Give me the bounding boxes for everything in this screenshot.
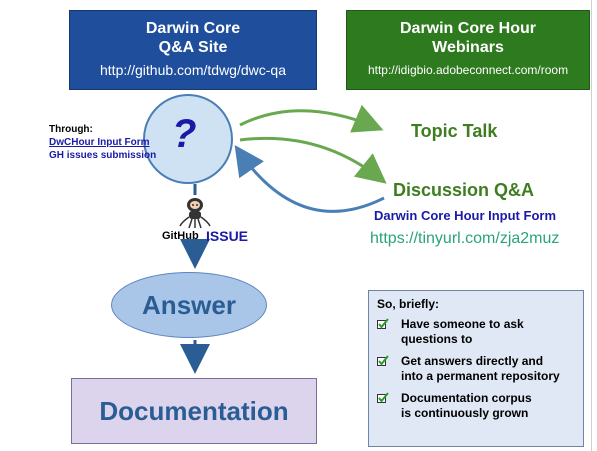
through-block: Through: DwCHour Input Form GH issues su… — [49, 123, 156, 162]
question-circle — [143, 94, 233, 184]
checkbox-check-icon — [377, 318, 389, 329]
input-form-label: Darwin Core Hour Input Form — [374, 208, 556, 223]
qa-site-box: Darwin Core Q&A Site http://github.com/t… — [69, 10, 317, 90]
github-octocat-icon — [179, 198, 211, 229]
arrow-to-discussion — [239, 136, 387, 184]
qa-site-title: Darwin Core Q&A Site — [70, 19, 316, 57]
arrow-back-to-question — [234, 145, 385, 213]
documentation-box: Documentation — [71, 378, 317, 444]
right-divider — [591, 0, 592, 451]
gh-issues-submission: GH issues submission — [49, 150, 157, 161]
answer-ellipse: Answer — [111, 272, 267, 338]
through-label: Through: — [49, 124, 93, 135]
arrow-to-topic-talk — [239, 104, 384, 133]
question-mark: ? — [172, 112, 197, 156]
summary-item: Have someone to ask questions to — [377, 317, 575, 347]
dwchour-input-form-link[interactable]: DwCHour Input Form — [49, 137, 150, 148]
webinars-title: Darwin Core Hour Webinars — [347, 19, 589, 57]
summary-item-text: Get answers directly and into a permanen… — [401, 354, 560, 383]
webinars-title-line2: Webinars — [432, 39, 504, 56]
summary-item-text: Have someone to ask questions to — [401, 317, 524, 346]
checkbox-check-icon — [377, 355, 389, 366]
tinyurl-link[interactable]: https://tinyurl.com/zja2muz — [370, 230, 560, 247]
qa-site-title-line2: Q&A Site — [158, 39, 228, 56]
summary-title: So, briefly: — [377, 297, 440, 311]
summary-box: So, briefly: Have someone to ask questio… — [368, 290, 584, 447]
summary-item-text: Documentation corpus is continuously gro… — [401, 391, 532, 420]
summary-item: Documentation corpus is continuously gro… — [377, 391, 575, 421]
summary-item: Get answers directly and into a permanen… — [377, 354, 575, 384]
webinars-box: Darwin Core Hour Webinars http://idigbio… — [346, 10, 590, 90]
webinars-url[interactable]: http://idigbio.adobeconnect.com/room — [367, 63, 569, 77]
qa-site-url[interactable]: http://github.com/tdwg/dwc-qa — [100, 62, 286, 78]
github-label: GitHub — [162, 230, 199, 242]
discussion-qa-label: Discussion Q&A — [393, 180, 535, 200]
issue-label: ISSUE — [206, 228, 249, 244]
checkbox-check-icon — [377, 392, 389, 403]
qa-site-title-line1: Darwin Core — [145, 20, 241, 37]
topic-talk-label: Topic Talk — [411, 121, 498, 141]
webinars-title-line1: Darwin Core Hour — [399, 20, 536, 37]
